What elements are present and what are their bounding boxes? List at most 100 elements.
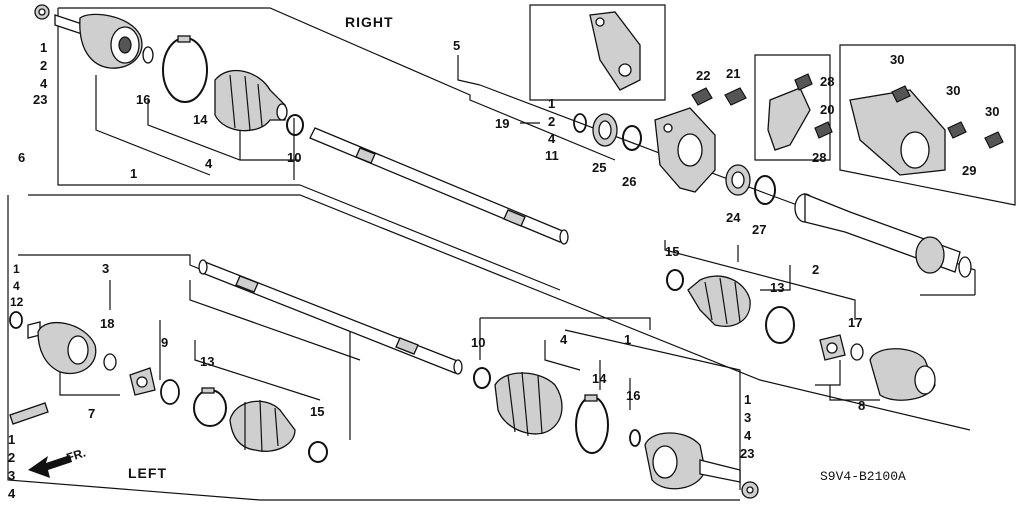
callout: 1 [13, 262, 20, 276]
clip-9 [160, 379, 180, 405]
front-arrow [28, 455, 72, 478]
clip-18 [103, 353, 117, 371]
tripod-joint-left [129, 367, 156, 396]
snap-ring-27 [754, 175, 776, 205]
callout: 3 [102, 261, 109, 276]
dust-seal-bracket [589, 11, 641, 91]
clip-17 [850, 343, 864, 361]
bolt-21 [724, 87, 747, 106]
boot-band-14-left [575, 394, 609, 454]
callout: 2 [548, 114, 555, 129]
boot-band-13-left [193, 387, 227, 427]
callout: 13 [200, 354, 214, 369]
callout: 3 [8, 468, 15, 483]
callout: 25 [592, 160, 606, 175]
callout: 4 [8, 486, 16, 501]
left-assembly-outline [7, 195, 741, 501]
callout: 30 [890, 52, 904, 67]
boot-band-13-right [765, 306, 795, 344]
bracket-box [529, 4, 666, 101]
callout: 21 [726, 66, 740, 81]
callout: 24 [726, 210, 741, 225]
bolt-30-b [947, 121, 967, 139]
set-ring-12 [9, 311, 23, 329]
callout: 1 [40, 40, 47, 55]
bracket-box-2 [754, 54, 831, 161]
callout: 1 [130, 166, 137, 181]
callout: 17 [848, 315, 862, 330]
callout: 1 [744, 392, 751, 407]
bolt-28-top [794, 73, 813, 91]
callout: 4 [744, 428, 752, 443]
callout: 8 [858, 398, 865, 413]
callout: 10 [287, 150, 301, 165]
snap-ring-19 [573, 113, 587, 133]
spindle-nut-left [741, 481, 759, 499]
boot-right [214, 69, 288, 132]
boot-band-15-left [308, 441, 328, 463]
callout: 13 [770, 280, 784, 295]
callout: 28 [820, 74, 834, 89]
set-ring-16-left [629, 429, 641, 447]
callout: 26 [622, 174, 636, 189]
boot-band-right-large [162, 35, 208, 103]
front-arrow-label: FR. [65, 446, 88, 465]
callout: 3 [744, 410, 751, 425]
callout: 23 [740, 446, 754, 461]
set-ring-right [142, 46, 154, 64]
callout: 16 [136, 92, 150, 107]
callout: 2 [8, 450, 15, 465]
heat-shield-20 [767, 87, 811, 151]
callout: 12 [10, 295, 24, 309]
callout: 23 [33, 92, 47, 107]
boot-band-10-left [473, 367, 491, 389]
callout: 10 [471, 335, 485, 350]
knuckle [654, 107, 716, 193]
outer-boot-left [494, 371, 563, 437]
callout: 30 [985, 104, 999, 119]
bolt-28-bottom [814, 121, 833, 139]
callout: 30 [946, 83, 960, 98]
callout: 1 [8, 432, 15, 447]
callout: 28 [812, 150, 826, 165]
spindle-nut-right [34, 4, 50, 20]
seal-24 [725, 164, 751, 196]
tripod-joint-right [819, 334, 846, 361]
intermediate-shaft-box [839, 44, 1016, 206]
inboard-joint-left [27, 321, 97, 374]
callout: 22 [696, 68, 710, 83]
bolt-30-c [984, 131, 1004, 149]
callout: 14 [193, 112, 208, 127]
callout: 15 [665, 244, 679, 259]
callout: 4 [205, 156, 213, 171]
callout: 7 [88, 406, 95, 421]
boot-band-right-small [286, 114, 304, 136]
callout: 1 [624, 332, 631, 347]
callout: 4 [548, 131, 556, 146]
callout: 15 [310, 404, 324, 419]
boot-band-15-right [666, 269, 684, 291]
inner-boot-right [687, 275, 751, 327]
callout: 9 [161, 335, 168, 350]
left-title: LEFT [128, 465, 167, 481]
callout: 6 [18, 150, 25, 165]
callout: 14 [592, 371, 607, 386]
callout: 1 [548, 96, 555, 111]
callout: 19 [495, 116, 509, 131]
callout: 20 [820, 102, 834, 117]
label-tag-left [9, 402, 49, 425]
bolt-30-a [891, 85, 911, 103]
callout: 4 [13, 279, 20, 293]
outer-cv-joint-right [54, 13, 143, 69]
callout: 16 [626, 388, 640, 403]
callout: 4 [40, 76, 48, 91]
right-driveshaft-bar [309, 127, 569, 245]
callout: 11 [545, 148, 559, 163]
bearing-25 [592, 113, 618, 147]
right-title: RIGHT [345, 14, 394, 30]
intermediate-shaft [794, 193, 972, 278]
left-driveshaft-bar [198, 259, 463, 375]
bearing-support-29 [849, 89, 946, 176]
callout: 2 [40, 58, 47, 73]
